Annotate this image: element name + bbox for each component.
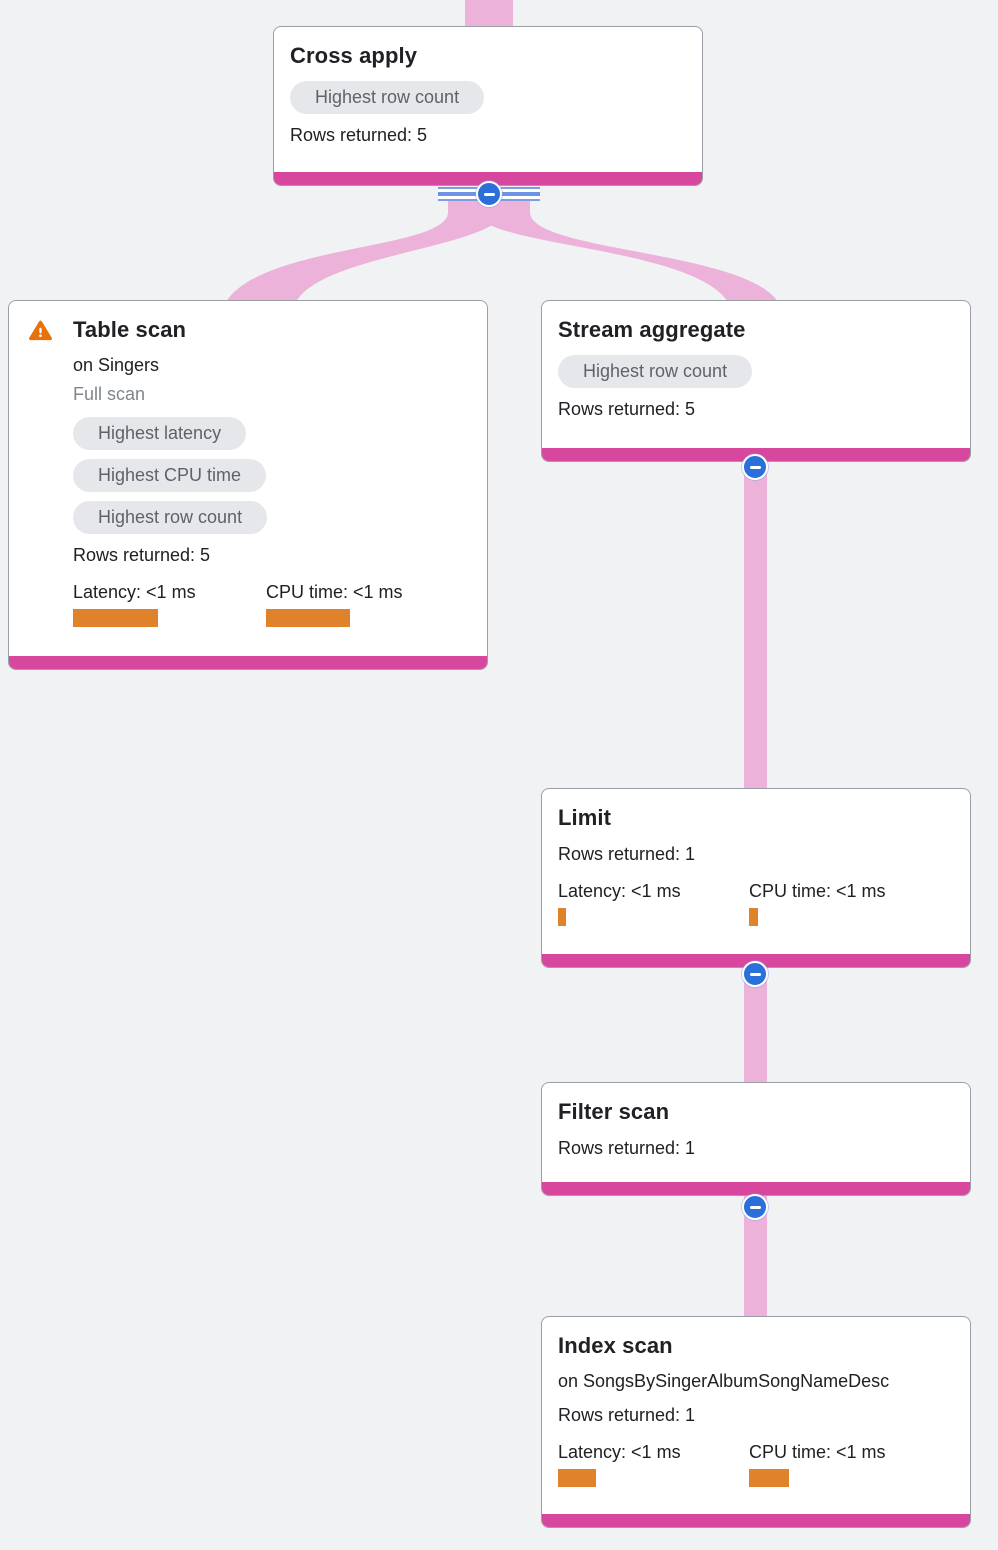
node-card-limit[interactable]: Limit Rows returned: 1 Latency: <1 ms CP… — [541, 788, 971, 968]
latency-bar — [73, 609, 158, 627]
cpu-time-bar — [749, 908, 758, 926]
edge-limit-filter-scan — [744, 960, 767, 1090]
badge-highest-row-count: Highest row count — [290, 81, 485, 114]
rows-returned-label: Rows returned: 1 — [558, 844, 696, 864]
collapse-button-filter-scan[interactable] — [742, 1194, 768, 1220]
metrics-row: Latency: <1 ms CPU time: <1 ms — [558, 1440, 954, 1487]
node-subtitle: on Singers — [73, 355, 160, 375]
rows-returned-label: Rows returned: 1 — [558, 1138, 696, 1158]
collapse-button-cross-apply[interactable] — [476, 181, 502, 207]
rows-returned-label: Rows returned: 5 — [290, 125, 428, 145]
latency-metric: Latency: <1 ms — [73, 580, 266, 627]
minus-icon — [483, 192, 495, 196]
edge-cross-apply-stream-aggregate — [473, 190, 778, 302]
minus-icon — [749, 465, 761, 469]
node-subtitle: on SongsBySingerAlbumSongNameDesc — [558, 1371, 890, 1391]
node-title: Table scan — [73, 317, 187, 342]
latency-label: Latency: <1 ms — [558, 1442, 681, 1462]
cpu-time-label: CPU time: <1 ms — [749, 1442, 886, 1462]
node-title: Stream aggregate — [558, 317, 746, 342]
badge-highest-row-count: Highest row count — [558, 355, 753, 388]
latency-bar — [558, 1469, 596, 1487]
cpu-time-label: CPU time: <1 ms — [749, 881, 886, 901]
node-title: Index scan — [558, 1333, 673, 1358]
card-accent-bar — [274, 172, 702, 185]
latency-label: Latency: <1 ms — [558, 881, 681, 901]
metrics-row: Latency: <1 ms CPU time: <1 ms — [558, 879, 954, 926]
badge-highest-latency: Highest latency — [73, 417, 247, 450]
card-accent-bar — [542, 1514, 970, 1527]
latency-bar — [558, 908, 566, 926]
badge-highest-cpu-time: Highest CPU time — [73, 459, 267, 492]
rows-returned-label: Rows returned: 5 — [73, 545, 211, 565]
edge-stream-aggregate-limit — [744, 455, 767, 795]
edge-filter-scan-index-scan — [744, 1194, 767, 1324]
node-title: Cross apply — [290, 43, 418, 68]
node-card-filter-scan[interactable]: Filter scan Rows returned: 1 — [541, 1082, 971, 1196]
node-card-table-scan[interactable]: Table scan on Singers Full scan Highest … — [8, 300, 488, 670]
badge-highest-row-count: Highest row count — [73, 501, 268, 534]
latency-label: Latency: <1 ms — [73, 582, 196, 602]
card-accent-bar — [542, 1182, 970, 1195]
cpu-time-bar — [266, 609, 350, 627]
collapse-button-stream-aggregate[interactable] — [742, 454, 768, 480]
edge-cross-apply-table-scan — [226, 190, 505, 302]
rows-returned-label: Rows returned: 5 — [558, 399, 696, 419]
minus-icon — [749, 972, 761, 976]
edge-parent-cross-apply — [465, 0, 513, 30]
node-title: Limit — [558, 805, 612, 830]
node-title: Filter scan — [558, 1099, 670, 1124]
node-card-stream-aggregate[interactable]: Stream aggregate Highest row count Rows … — [541, 300, 971, 462]
cpu-time-label: CPU time: <1 ms — [266, 582, 403, 602]
cpu-time-metric: CPU time: <1 ms — [266, 580, 403, 627]
minus-icon — [749, 1205, 761, 1209]
card-accent-bar — [9, 656, 487, 669]
latency-metric: Latency: <1 ms — [558, 879, 749, 926]
warning-icon — [29, 320, 52, 341]
collapse-button-limit[interactable] — [742, 961, 768, 987]
cpu-time-bar — [749, 1469, 789, 1487]
full-scan-note: Full scan — [73, 384, 146, 404]
cpu-time-metric: CPU time: <1 ms — [749, 1440, 886, 1487]
metrics-row: Latency: <1 ms CPU time: <1 ms — [73, 580, 471, 627]
node-card-cross-apply[interactable]: Cross apply Highest row count Rows retur… — [273, 26, 703, 186]
cpu-time-metric: CPU time: <1 ms — [749, 879, 886, 926]
rows-returned-label: Rows returned: 1 — [558, 1405, 696, 1425]
card-accent-bar — [542, 954, 970, 967]
node-card-index-scan[interactable]: Index scan on SongsBySingerAlbumSongName… — [541, 1316, 971, 1528]
latency-metric: Latency: <1 ms — [558, 1440, 749, 1487]
